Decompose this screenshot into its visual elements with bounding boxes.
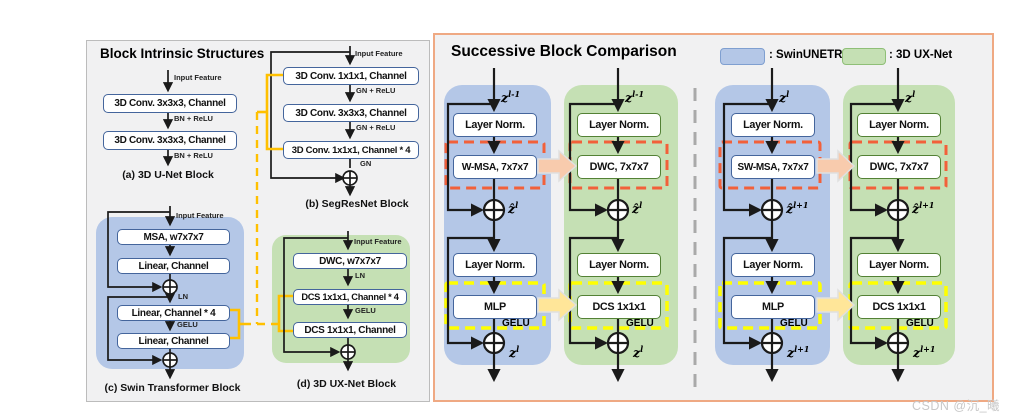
col2-input-feature-label: zl-1: [625, 89, 645, 106]
unet-edge1-label: BN + ReLU: [174, 114, 213, 123]
swin-input-label: Input Feature: [176, 211, 224, 220]
segresnet-conv3-box: 3D Conv. 1x1x1, Channel * 4: [283, 141, 419, 159]
col1-mid-feature-label: ẑl: [508, 200, 519, 217]
swin-linear2-box: Linear, Channel * 4: [117, 305, 230, 321]
col4-output-feature-label: zl+1: [913, 344, 936, 361]
col2-dcs-box: DCS 1x1x1: [577, 295, 661, 319]
segresnet-edge2-label: GN + ReLU: [356, 123, 396, 132]
col4-gelu-label: GELU: [906, 318, 934, 329]
segresnet-caption: (b) SegResNet Block: [305, 198, 409, 210]
uxnet-dcs1-box: DCS 1x1x1, Channel * 4: [293, 289, 407, 305]
watermark: CSDN @沉_曦: [912, 399, 1001, 413]
col1-layernorm1-box: Layer Norm.: [453, 113, 537, 137]
col1-input-feature-label: zl-1: [501, 89, 521, 106]
swin-msa-box: MSA, w7x7x7: [117, 229, 230, 245]
col2-output-feature-label: zl: [633, 344, 644, 361]
left-panel-title: Block Intrinsic Structures: [100, 46, 265, 61]
right-panel-title: Successive Block Comparison: [451, 43, 677, 60]
col2-layernorm2-box: Layer Norm.: [577, 253, 661, 277]
uxnet-ln-label: LN: [355, 271, 365, 280]
uxnet-input-label: Input Feature: [354, 237, 402, 246]
unet-caption: (a) 3D U-Net Block: [122, 169, 214, 181]
col1-wmsa-box: W-MSA, 7x7x7: [453, 155, 537, 179]
swin-caption: (c) Swin Transformer Block: [104, 382, 241, 394]
segresnet-conv2-box: 3D Conv. 3x3x3, Channel: [283, 104, 419, 122]
swin-gelu-label: GELU: [177, 320, 198, 329]
col3-mlp-box: MLP: [731, 295, 815, 319]
col2-layernorm1-box: Layer Norm.: [577, 113, 661, 137]
col1-layernorm2-box: Layer Norm.: [453, 253, 537, 277]
swin-linear3-box: Linear, Channel: [117, 333, 230, 349]
col4-dwc-box: DWC, 7x7x7: [857, 155, 941, 179]
uxnet-dwc-box: DWC, w7x7x7: [293, 253, 407, 269]
legend-swatch-uxnet: [842, 48, 886, 65]
segresnet-edge1-label: GN + ReLU: [356, 86, 396, 95]
col2-dwc-box: DWC, 7x7x7: [577, 155, 661, 179]
col3-mid-feature-label: ẑl+1: [786, 200, 809, 217]
segresnet-edge3-label: GN: [360, 159, 372, 168]
uxnet-gelu-label: GELU: [355, 306, 376, 315]
col3-layernorm1-box: Layer Norm.: [731, 113, 815, 137]
swin-linear1-box: Linear, Channel: [117, 258, 230, 274]
col4-input-feature-label: zl: [905, 89, 916, 106]
unet-edge2-label: BN + ReLU: [174, 151, 213, 160]
col4-layernorm2-box: Layer Norm.: [857, 253, 941, 277]
col3-output-feature-label: zl+1: [787, 344, 810, 361]
swin-ln-label: LN: [178, 292, 188, 301]
unet-input-label: Input Feature: [174, 73, 222, 82]
col3-gelu-label: GELU: [780, 318, 808, 329]
col3-layernorm2-box: Layer Norm.: [731, 253, 815, 277]
uxnet-caption: (d) 3D UX-Net Block: [296, 378, 397, 390]
col4-dcs-box: DCS 1x1x1: [857, 295, 941, 319]
col2-gelu-label: GELU: [626, 318, 654, 329]
unet-conv1-box: 3D Conv. 3x3x3, Channel: [103, 94, 237, 113]
col1-gelu-label: GELU: [502, 318, 530, 329]
col4-mid-feature-label: ẑl+1: [912, 200, 935, 217]
col2-mid-feature-label: ẑl: [632, 200, 643, 217]
legend-swatch-swinunetr: [720, 48, 765, 65]
segresnet-input-label: Input Feature: [355, 49, 403, 58]
unet-conv2-box: 3D Conv. 3x3x3, Channel: [103, 131, 237, 150]
col4-layernorm1-box: Layer Norm.: [857, 113, 941, 137]
col1-mlp-box: MLP: [453, 295, 537, 319]
col1-output-feature-label: zl: [509, 344, 520, 361]
legend-label-swinunetr: : SwinUNETR: [769, 49, 843, 61]
legend-label-uxnet: : 3D UX-Net: [889, 49, 953, 61]
uxnet-dcs2-box: DCS 1x1x1, Channel: [293, 322, 407, 338]
segresnet-conv1-box: 3D Conv. 1x1x1, Channel: [283, 67, 419, 85]
col3-input-feature-label: zl: [779, 89, 790, 106]
col3-swmsa-box: SW-MSA, 7x7x7: [731, 155, 815, 179]
